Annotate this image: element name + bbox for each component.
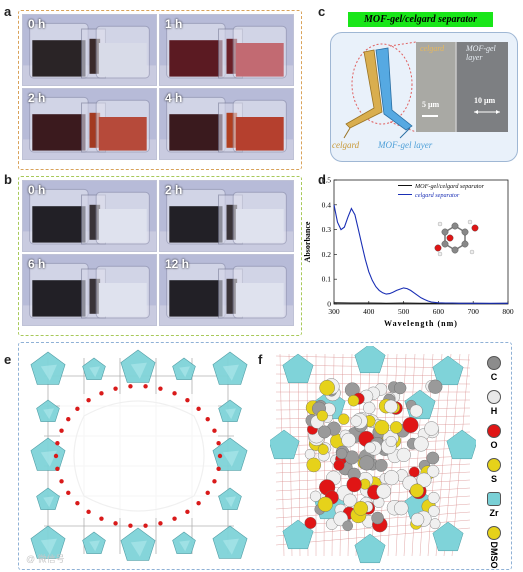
panel-a-frame xyxy=(18,10,302,170)
panel-ef-frame xyxy=(18,342,512,570)
x-axis-label: Wavelength (nm) xyxy=(384,319,458,328)
photo-time-label: 0 h xyxy=(28,183,46,197)
photo-a-3: 4 h xyxy=(159,88,294,160)
sem-celgard-label: celgard xyxy=(420,44,445,53)
photo-b-1: 2 h xyxy=(159,180,294,252)
series-line-1 xyxy=(333,204,508,304)
photo-time-label: 2 h xyxy=(28,91,46,105)
legend-item-c: C xyxy=(478,356,510,382)
sem-scale-5: 5 μm xyxy=(422,100,440,109)
legend-atom-swatch xyxy=(487,424,501,438)
panel-c-letter: c xyxy=(318,4,326,19)
legend-atom-swatch xyxy=(487,390,501,404)
legend-atom-swatch xyxy=(487,458,501,472)
photo-b-2: 6 h xyxy=(22,254,157,326)
celgard-label: celgard xyxy=(332,140,360,150)
legend-atom-swatch xyxy=(487,526,501,540)
legend-atom-label: C xyxy=(490,372,498,382)
photo-time-label: 0 h xyxy=(28,17,46,31)
photo-a-0: 0 h xyxy=(22,14,157,86)
photo-b-0: 0 h xyxy=(22,180,157,252)
panel-b-letter: b xyxy=(4,172,12,187)
legend-atom-label: DMSO xyxy=(489,541,499,569)
legend-item-s: S xyxy=(478,458,510,484)
panel-a-letter: a xyxy=(4,4,12,19)
y-tick-label: 0 xyxy=(327,300,331,309)
sem-scale-10: 10 μm xyxy=(474,96,496,105)
x-tick-label: 700 xyxy=(468,307,480,316)
y-tick-label: 0.3 xyxy=(322,225,332,234)
legend-atom-label: S xyxy=(490,474,497,484)
legend-item-dmso: DMSO xyxy=(478,526,510,569)
legend-atom-swatch xyxy=(487,356,501,370)
plot-area xyxy=(333,179,509,305)
mofgel-strip xyxy=(375,47,413,131)
panel-e-letter: e xyxy=(4,352,12,367)
photo-time-label: 4 h xyxy=(165,91,183,105)
photo-time-label: 6 h xyxy=(28,257,46,271)
panel-b-frame xyxy=(18,176,302,336)
legend-atom-swatch xyxy=(487,492,501,506)
x-tick-label: 300 xyxy=(328,307,340,316)
legend-label: MOF-gel/celgard separator xyxy=(414,183,485,190)
panel-d-letter: d xyxy=(318,172,326,187)
legend-atom-label: Zr xyxy=(489,508,499,518)
x-tick-label: 800 xyxy=(502,307,514,316)
separator-schematic xyxy=(343,41,508,139)
panel-f-letter: f xyxy=(258,352,263,367)
mofgel-label: MOF-gel layer xyxy=(378,140,433,150)
x-tick-label: 600 xyxy=(433,307,445,316)
photo-b-3: 12 h xyxy=(159,254,294,326)
mof-framework-structure xyxy=(30,349,248,561)
celgard-strip xyxy=(345,49,383,129)
molecule-sketch xyxy=(434,219,479,257)
photo-a-1: 1 h xyxy=(159,14,294,86)
y-axis-label: Absorbance xyxy=(303,221,312,262)
photo-a-2: 2 h xyxy=(22,88,157,160)
y-tick-label: 0.4 xyxy=(322,200,332,209)
absorbance-chart: 300 400 500 600 700 800 0 0.1 0.2 0.3 0.4 0.5Wavele… xyxy=(303,176,514,329)
y-tick-label: 0.2 xyxy=(322,250,332,259)
panel-c-title: MOF-gel/celgard separator xyxy=(348,12,493,27)
sem-mofgel-label: MOF-gel layer xyxy=(466,44,496,62)
legend-item-h: H xyxy=(478,390,510,416)
legend-atom-label: O xyxy=(490,440,498,450)
legend-atom-label: H xyxy=(490,406,498,416)
photo-time-label: 12 h xyxy=(165,257,190,271)
x-tick-label: 400 xyxy=(363,307,375,316)
legend-item-o: O xyxy=(478,424,510,450)
photo-time-label: 1 h xyxy=(165,17,183,31)
x-tick-label: 500 xyxy=(398,307,410,316)
legend-item-zr: Zr xyxy=(478,492,510,518)
watermark: @ 微信号 xyxy=(26,554,65,564)
y-tick-label: 0.1 xyxy=(322,275,332,284)
y-tick-label: 0.5 xyxy=(322,176,332,185)
legend-label: celgard separator xyxy=(415,192,460,199)
dmso-loaded-mof-structure xyxy=(270,346,476,564)
photo-time-label: 2 h xyxy=(165,183,183,197)
